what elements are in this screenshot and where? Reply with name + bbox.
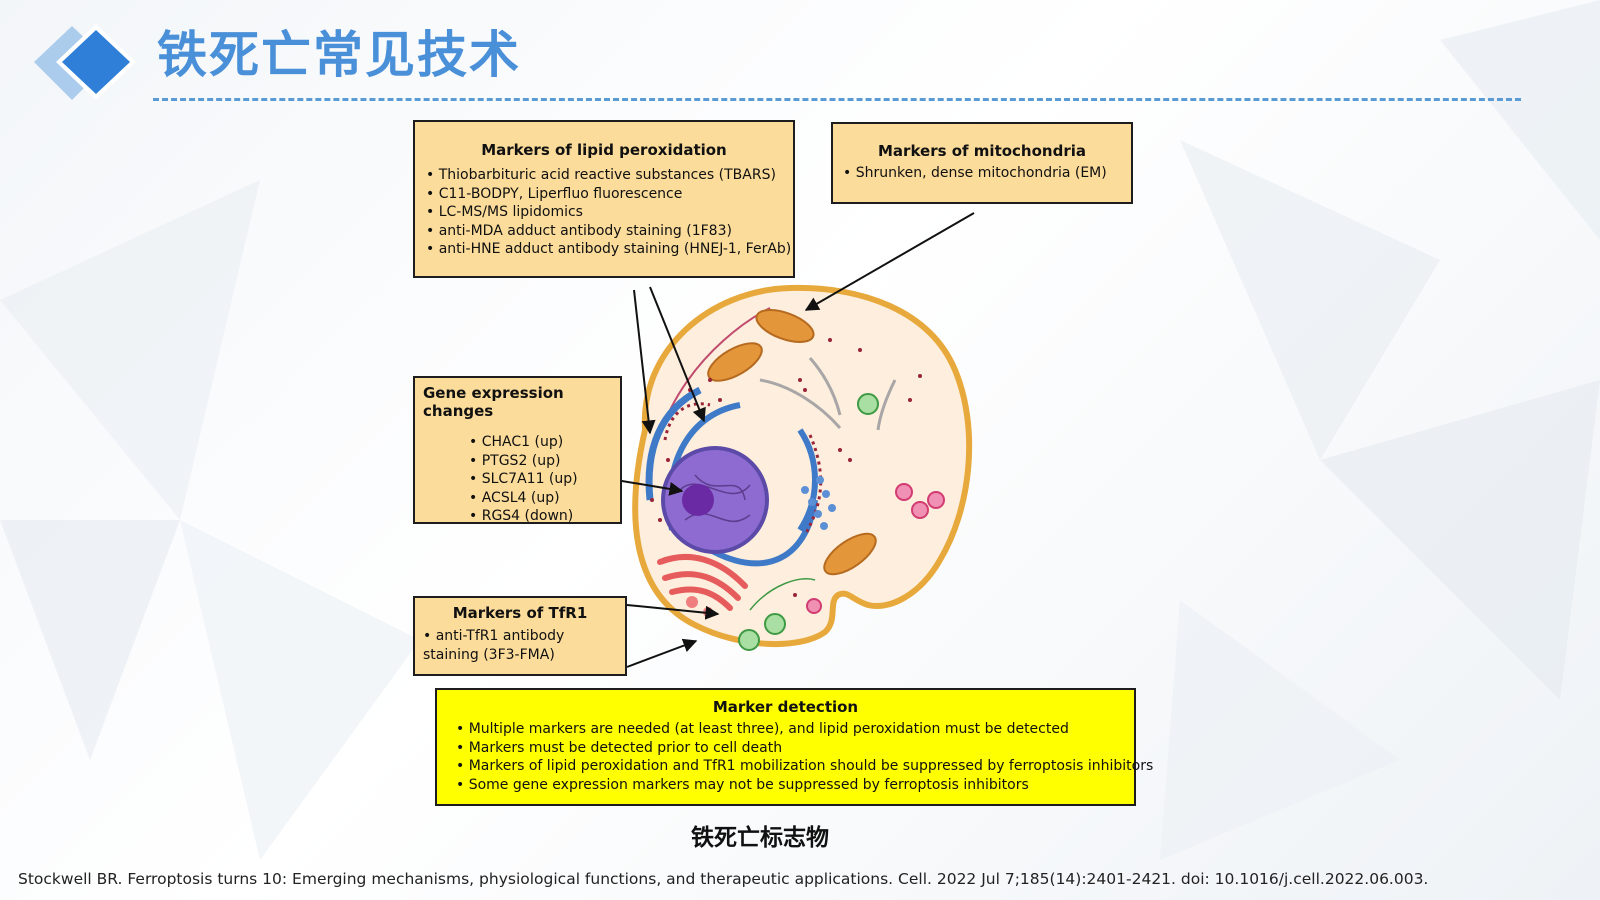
list-item: anti-HNE adduct antibody staining (HNEJ-… bbox=[426, 240, 793, 259]
list-item: Some gene expression markers may not be … bbox=[456, 776, 1134, 795]
gene-expression-box: Gene expression changes CHAC1 (up) PTGS2… bbox=[413, 376, 622, 524]
list-item: PTGS2 (up) bbox=[469, 452, 620, 471]
list-item: RGS4 (down) bbox=[469, 507, 620, 526]
box-title: Markers of mitochondria bbox=[878, 142, 1086, 160]
list-item: • anti-TfR1 antibody staining (3F3-FMA) bbox=[423, 628, 565, 663]
list-item: anti-MDA adduct antibody staining (1F83) bbox=[426, 222, 793, 241]
diamond-icon bbox=[34, 24, 136, 100]
lipid-peroxidation-box: Markers of lipid peroxidation Thiobarbit… bbox=[413, 120, 795, 278]
list-item: Shrunken, dense mitochondria (EM) bbox=[843, 164, 1131, 183]
list-item: SLC7A11 (up) bbox=[469, 470, 620, 489]
list-item: CHAC1 (up) bbox=[469, 433, 620, 452]
list-item: LC-MS/MS lipidomics bbox=[426, 203, 793, 222]
box-title: Markers of lipid peroxidation bbox=[481, 141, 727, 159]
mitochondria-box: Markers of mitochondria Shrunken, dense … bbox=[831, 122, 1133, 204]
list-item: Markers must be detected prior to cell d… bbox=[456, 739, 1134, 758]
figure-caption: 铁死亡标志物 bbox=[691, 825, 829, 851]
citation: Stockwell BR. Ferroptosis turns 10: Emer… bbox=[18, 870, 1429, 888]
list-item: Thiobarbituric acid reactive substances … bbox=[426, 166, 793, 185]
marker-detection-box: Marker detection Multiple markers are ne… bbox=[435, 688, 1154, 806]
list-item: Multiple markers are needed (at least th… bbox=[456, 720, 1134, 739]
box-title: Gene expression changes bbox=[423, 384, 564, 420]
box-title: Markers of TfR1 bbox=[452, 604, 588, 622]
list-item: Markers of lipid peroxidation and TfR1 m… bbox=[456, 757, 1154, 776]
list-item: C11-BODPY, Liperfluo fluorescence bbox=[426, 185, 793, 204]
cell-illustration bbox=[632, 284, 973, 651]
box-title: Marker detection bbox=[712, 698, 859, 716]
page-title: 铁死亡常见技术 bbox=[157, 26, 521, 84]
tfr1-box: Markers of TfR1 • anti-TfR1 antibody sta… bbox=[413, 596, 627, 676]
list-item: ACSL4 (up) bbox=[469, 489, 620, 508]
title-divider bbox=[153, 98, 1521, 101]
